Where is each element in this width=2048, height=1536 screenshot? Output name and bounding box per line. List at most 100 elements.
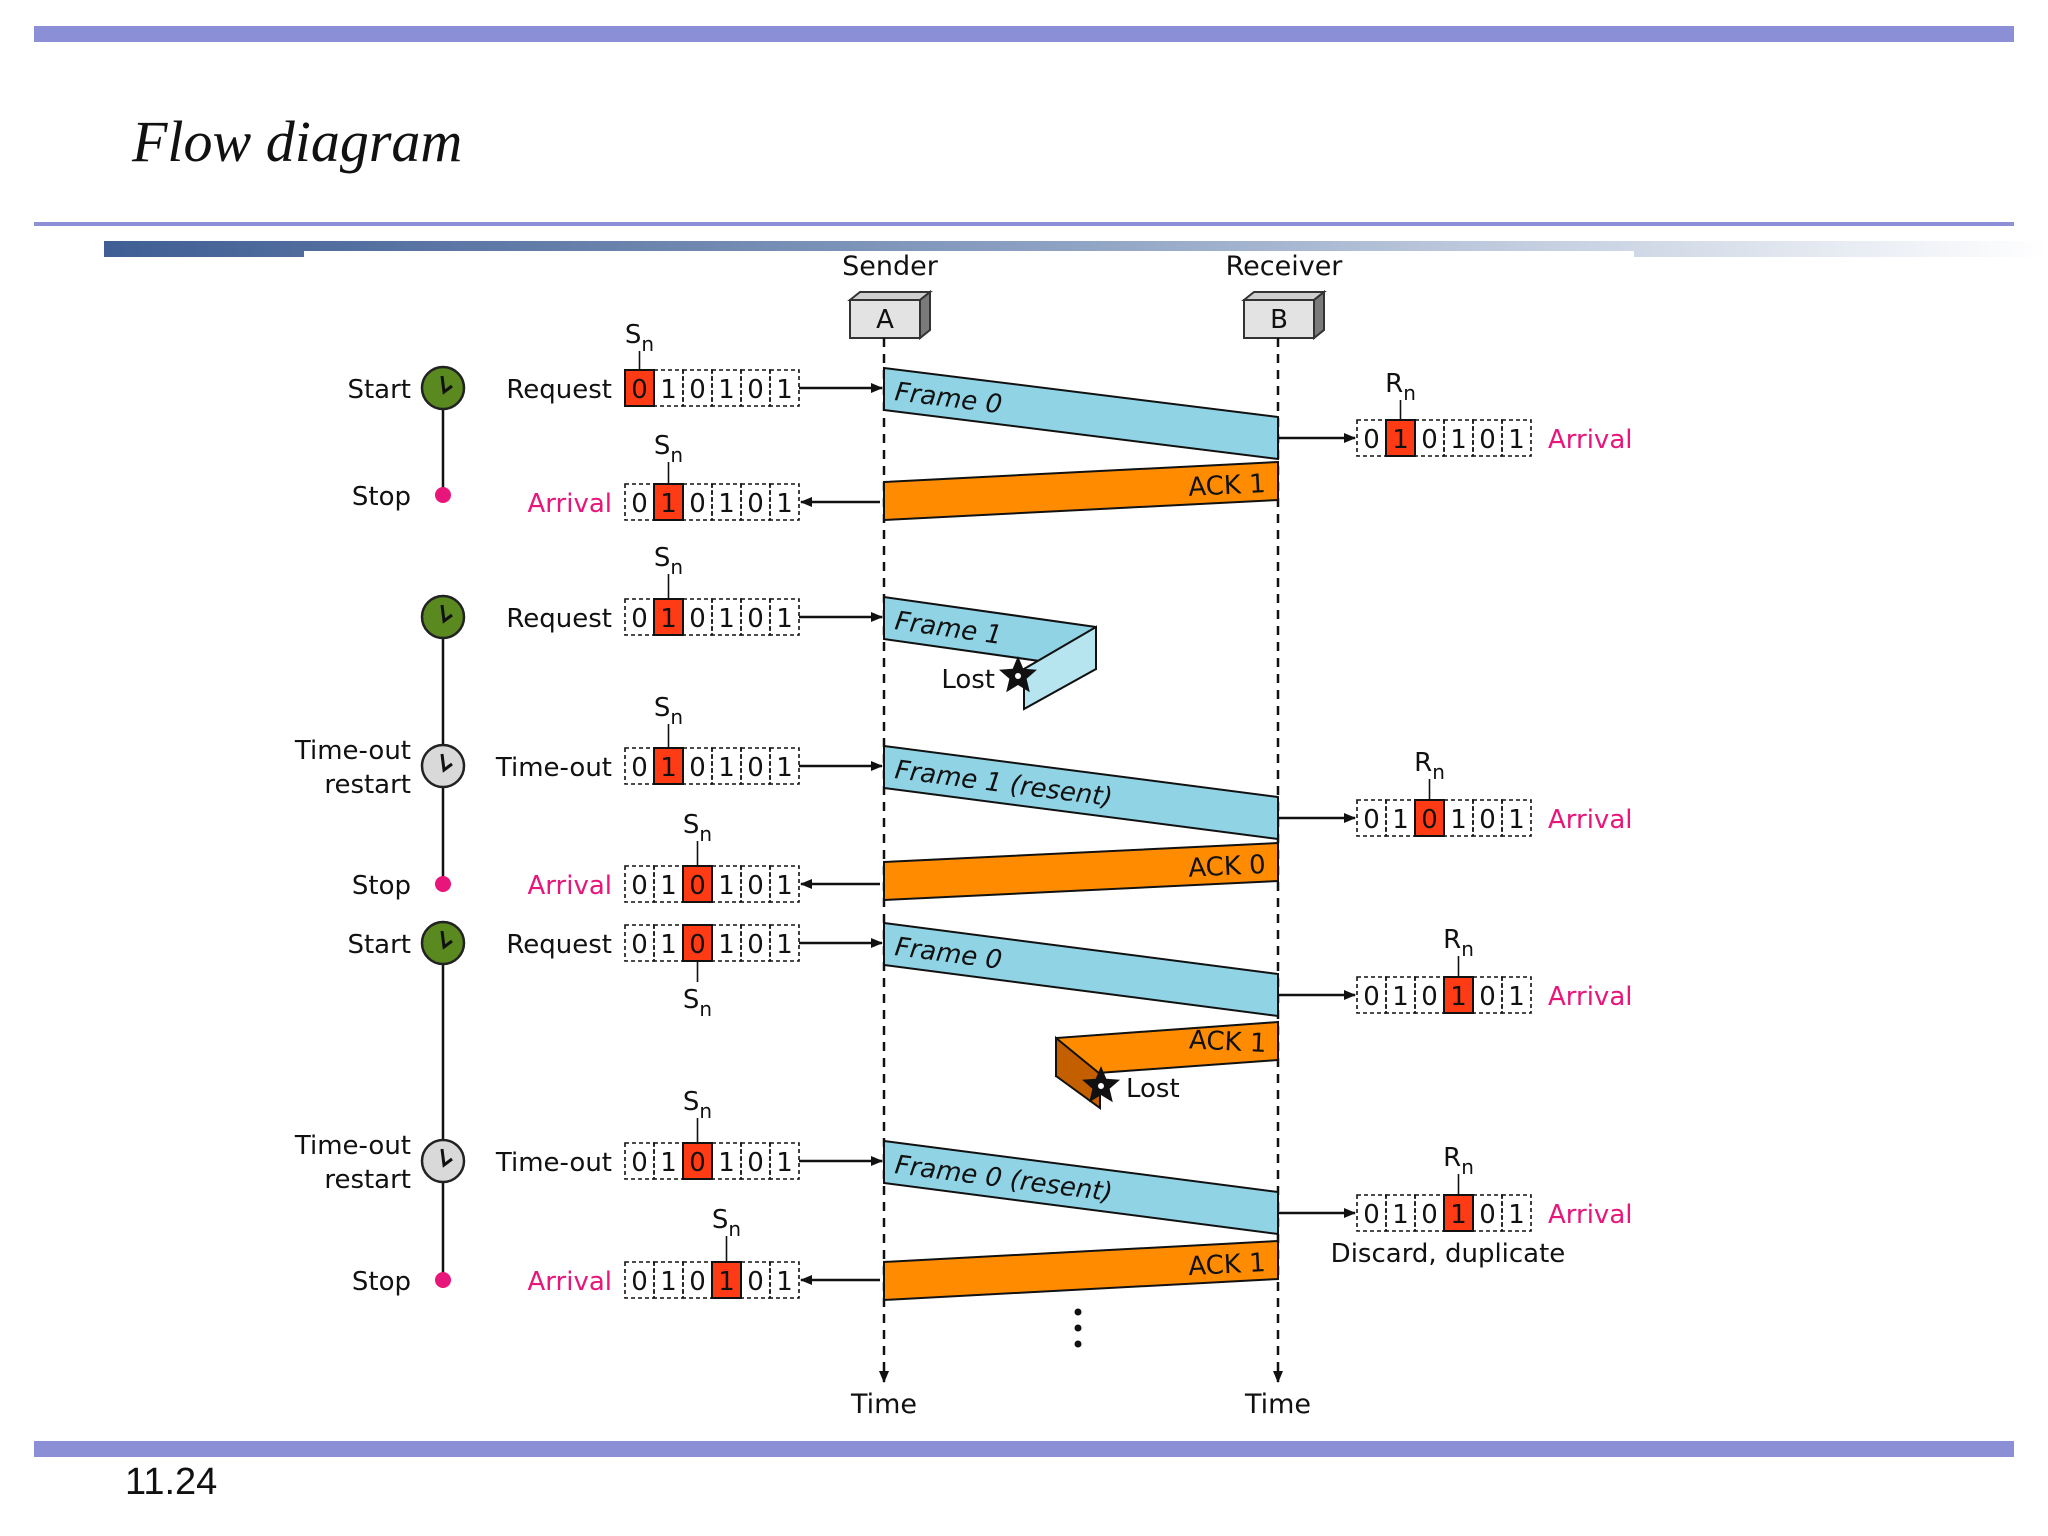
- receiver-window-bit-value: 1: [1450, 1200, 1467, 1230]
- sender-box-side: [919, 289, 931, 341]
- receiver-window-bit-cell: [1385, 1194, 1416, 1232]
- sender-window-bit-value: 1: [660, 753, 677, 783]
- sender-window-bit-cell: [769, 369, 800, 407]
- discard-duplicate-label: Discard, duplicate: [1331, 1239, 1566, 1269]
- timer-event-label: restart: [324, 770, 411, 800]
- ack-band: [883, 1239, 1279, 1302]
- sender-box-top: [847, 291, 933, 301]
- timer-event-label: Stop: [352, 482, 411, 512]
- sender-window-bit-cell: [769, 865, 800, 903]
- clock-hands-icon: [440, 604, 453, 624]
- receiver-window-bit-value: 0: [1363, 1200, 1380, 1230]
- receiver-window-bit-cell: [1501, 419, 1532, 457]
- sender-window-bit-value: 1: [660, 489, 677, 519]
- receiver-window-bit-value: 1: [1508, 982, 1525, 1012]
- sender-window-bit-value: 0: [631, 753, 648, 783]
- ack-label: ACK 0: [1188, 850, 1267, 884]
- sender-window-bit-value: 0: [747, 489, 764, 519]
- gradient-band-gap: [304, 251, 1634, 257]
- sender-arrival-label: Arrival: [528, 1267, 612, 1297]
- sender-window-bit-cell: [769, 1142, 800, 1180]
- ack-label: ACK 1: [1188, 469, 1267, 503]
- clock-hands-icon: [440, 753, 453, 773]
- receiver-window-bit-cell: [1472, 419, 1503, 457]
- receiver-window-bit-cell: [1356, 799, 1387, 837]
- sender-window-bit-cell: [740, 865, 771, 903]
- receiver-label: Receiver: [1226, 251, 1344, 282]
- frame-band: [883, 1139, 1279, 1236]
- sender-window-bit-value: 1: [718, 1267, 735, 1297]
- receiver-seq-label: Rn: [1414, 748, 1445, 784]
- sender-window-bit-value: 1: [776, 489, 793, 519]
- sender-window-bit-cell: [711, 483, 742, 521]
- sender-arrival-label: Arrival: [528, 489, 612, 519]
- receiver-window-bit-value: 0: [1421, 982, 1438, 1012]
- receiver-window-bit-value: 0: [1421, 425, 1438, 455]
- sender-window-current-bit: [653, 483, 684, 521]
- timer-event-label: Stop: [352, 871, 411, 901]
- sender-action-label: Time-out: [495, 753, 612, 783]
- ack-band: [883, 841, 1279, 902]
- receiver-window-bit-value: 1: [1450, 805, 1467, 835]
- stop-dot: [435, 1272, 451, 1288]
- sender-window-bit-cell: [740, 1142, 771, 1180]
- sender-window-current-bit: [682, 924, 713, 962]
- sender-window-bit-cell: [624, 1142, 655, 1180]
- receiver-window-bit-value: 1: [1392, 982, 1409, 1012]
- receiver-window-bit-value: 1: [1508, 425, 1525, 455]
- receiver-window-bit-value: 0: [1479, 805, 1496, 835]
- sender-window-bit-cell: [769, 747, 800, 785]
- sender-window-bit-value: 1: [718, 1148, 735, 1178]
- receiver-window-bit-value: 1: [1392, 425, 1409, 455]
- sender-window-bit-value: 1: [776, 930, 793, 960]
- sender-window-bit-value: 1: [776, 604, 793, 634]
- receiver-box-top: [1241, 291, 1327, 301]
- timer-event-label: Start: [347, 930, 411, 960]
- sender-window-bit-cell: [653, 1142, 684, 1180]
- sender-window-bit-value: 1: [660, 375, 677, 405]
- sender-box: [849, 299, 921, 339]
- sender-window-bit-cell: [624, 747, 655, 785]
- sender-window-bit-value: 0: [689, 604, 706, 634]
- sender-seq-label: Sn: [625, 320, 654, 356]
- receiver-window-bit-cell: [1385, 799, 1416, 837]
- sender-window-bit-value: 1: [776, 1267, 793, 1297]
- sender-window-bit-value: 0: [631, 1267, 648, 1297]
- sender-window-bit-value: 1: [776, 871, 793, 901]
- sender-seq-label: Sn: [683, 1087, 712, 1123]
- sender-window-bit-cell: [682, 369, 713, 407]
- receiver-window-bit-cell: [1356, 1194, 1387, 1232]
- receiver-window-bit-value: 1: [1392, 1200, 1409, 1230]
- sender-window-bit-cell: [769, 924, 800, 962]
- lost-label: Lost: [1126, 1074, 1180, 1104]
- receiver-window-bit-cell: [1443, 419, 1474, 457]
- ellipsis-dot: [1074, 1340, 1082, 1348]
- receiver-window-bit-cell: [1356, 419, 1387, 457]
- sender-window-bit-cell: [740, 483, 771, 521]
- receiver-arrival-label: Arrival: [1548, 1200, 1632, 1230]
- receiver-box-side: [1313, 289, 1325, 341]
- slide-title: Flow diagram: [132, 109, 463, 174]
- timer-event-label: Start: [347, 375, 411, 405]
- sender-arrival-label: Arrival: [528, 871, 612, 901]
- sender-seq-label: Sn: [683, 810, 712, 846]
- sender-window-bit-value: 0: [631, 871, 648, 901]
- sender-window-bit-value: 0: [747, 753, 764, 783]
- sender-window-bit-value: 0: [689, 489, 706, 519]
- sender-window-bit-value: 0: [689, 1267, 706, 1297]
- sender-window-bit-value: 0: [747, 375, 764, 405]
- sender-window-current-bit: [653, 598, 684, 636]
- ack-label: ACK 1: [1188, 1248, 1267, 1282]
- sender-window-bit-value: 1: [660, 1148, 677, 1178]
- receiver-window-bit-cell: [1501, 976, 1532, 1014]
- receiver-window-bit-value: 0: [1421, 805, 1438, 835]
- receiver-window-bit-value: 0: [1363, 425, 1380, 455]
- receiver-box-letter: B: [1270, 305, 1288, 335]
- sender-window-bit-cell: [653, 865, 684, 903]
- sender-window-bit-value: 1: [776, 1148, 793, 1178]
- sender-window-bit-value: 1: [718, 930, 735, 960]
- sender-window-bit-cell: [711, 747, 742, 785]
- sender-window-bit-value: 1: [776, 753, 793, 783]
- sender-window-bit-cell: [740, 369, 771, 407]
